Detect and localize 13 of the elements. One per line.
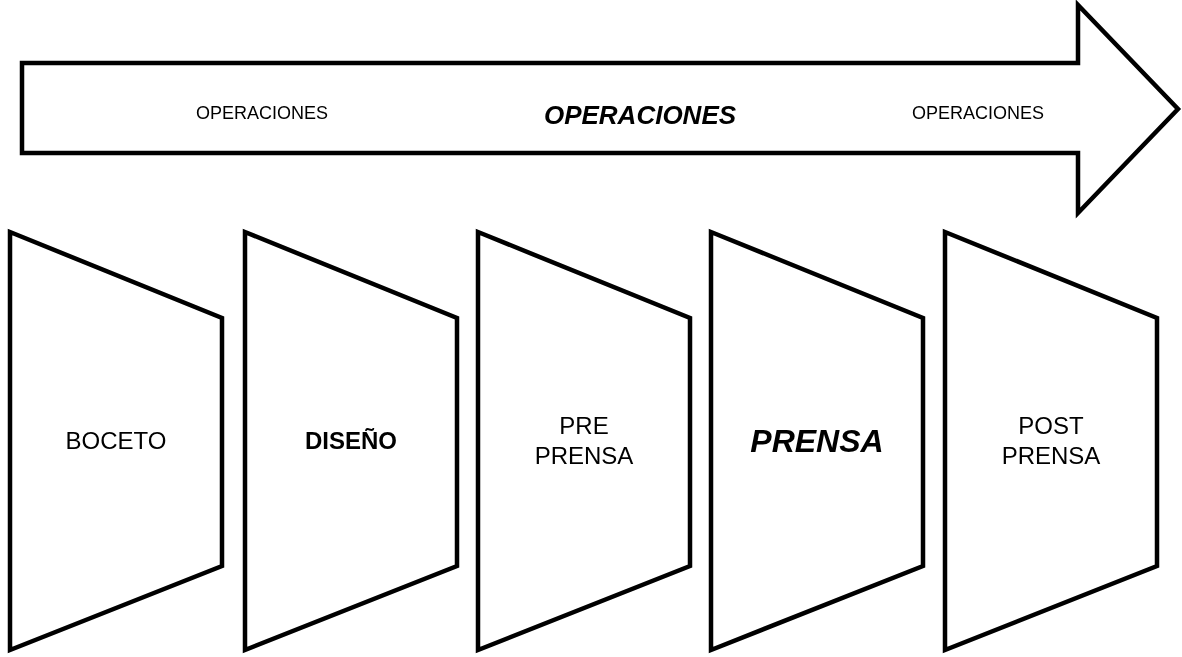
node-label: OPERACIONES bbox=[542, 98, 738, 132]
trapezoid-box bbox=[243, 230, 459, 652]
trapezoid-box bbox=[709, 230, 925, 652]
node-label: DISEÑO bbox=[304, 426, 398, 456]
node-label: BOCETO bbox=[64, 426, 168, 456]
node-label: PRE PRENSA bbox=[533, 411, 635, 471]
trapezoid-box bbox=[943, 230, 1159, 652]
trapezoid-box bbox=[476, 230, 692, 652]
node-label: OPERACIONES bbox=[911, 101, 1045, 125]
node-label: POST PRENSA bbox=[1000, 411, 1102, 471]
node-label: OPERACIONES bbox=[195, 101, 329, 125]
trapezoid-box bbox=[8, 230, 224, 652]
node-label: PRENSA bbox=[749, 422, 885, 461]
